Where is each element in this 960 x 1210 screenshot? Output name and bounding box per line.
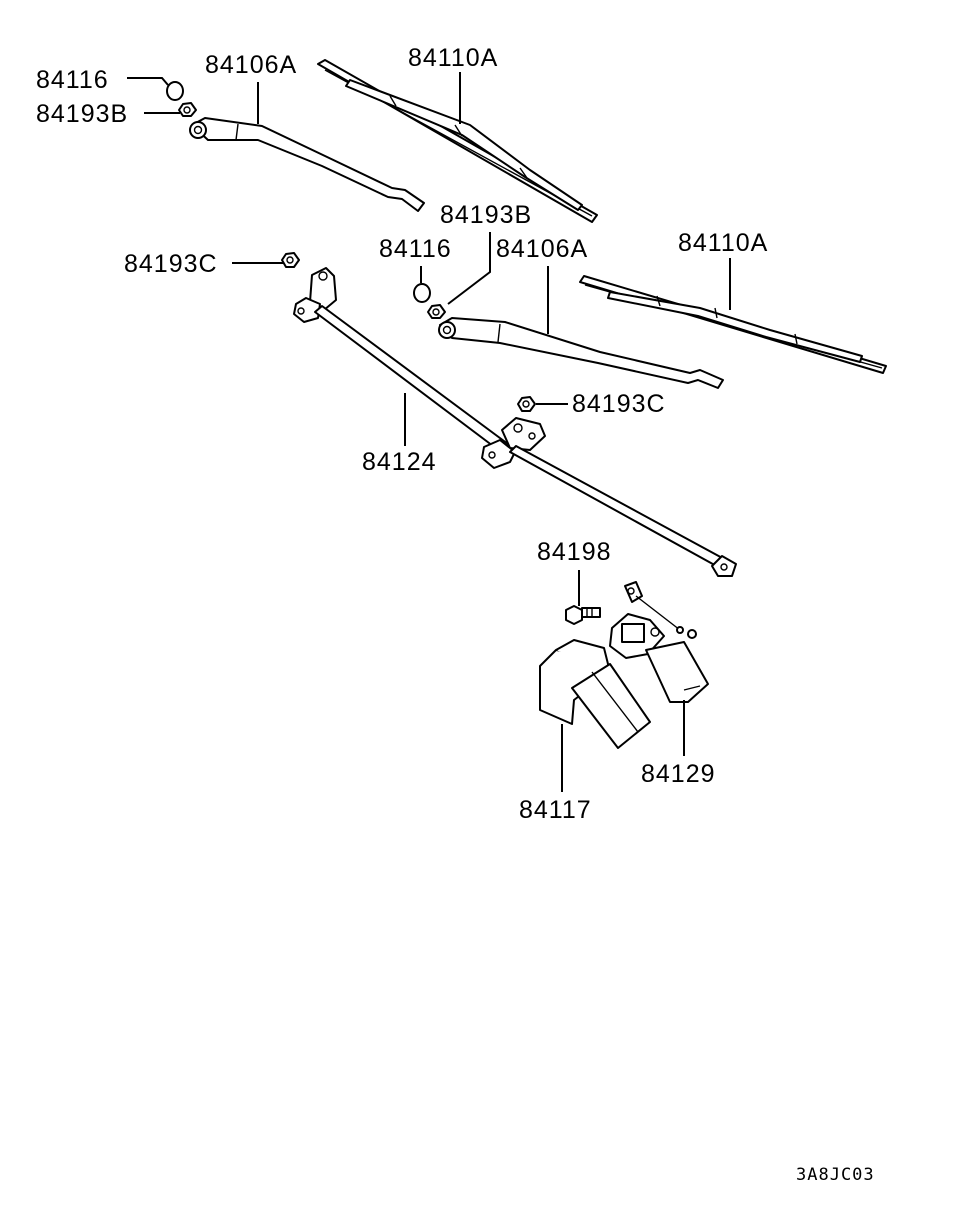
wiper-arm-left [189,117,425,212]
label-nut-right: 84193B [440,201,532,229]
label-linkage: 84124 [362,448,437,476]
label-link-nut-left: 84193C [124,250,218,278]
label-nut-cap-right: 84116 [379,235,452,263]
label-blade-left: 84110A [408,44,498,72]
link-nut-left [281,252,300,268]
nut-cap-right [413,283,431,303]
wiper-linkage [293,267,737,577]
label-arm-left: 84106A [205,51,297,79]
link-nut-right [517,396,536,412]
nut-cap-left [166,81,184,101]
bolt [565,605,601,625]
label-motor-cover: 84117 [519,796,592,824]
leader-lines [127,72,731,792]
label-nut-cap-left: 84116 [36,66,109,94]
wiper-arm-right [438,317,724,389]
nut-right [427,304,446,319]
motor-cover [539,639,651,749]
label-blade-right: 84110A [678,229,768,257]
label-arm-right: 84106A [496,235,588,263]
nut-left [178,102,197,117]
drawing-code: 3A8JC03 [796,1165,875,1185]
wiper-blade-left [317,59,598,223]
label-nut-left: 84193B [36,100,128,128]
label-bolt: 84198 [537,538,612,566]
wiper-motor [609,581,709,703]
label-motor: 84129 [641,760,716,788]
wiper-blade-right [579,275,887,374]
label-link-nut-right: 84193C [572,390,666,418]
